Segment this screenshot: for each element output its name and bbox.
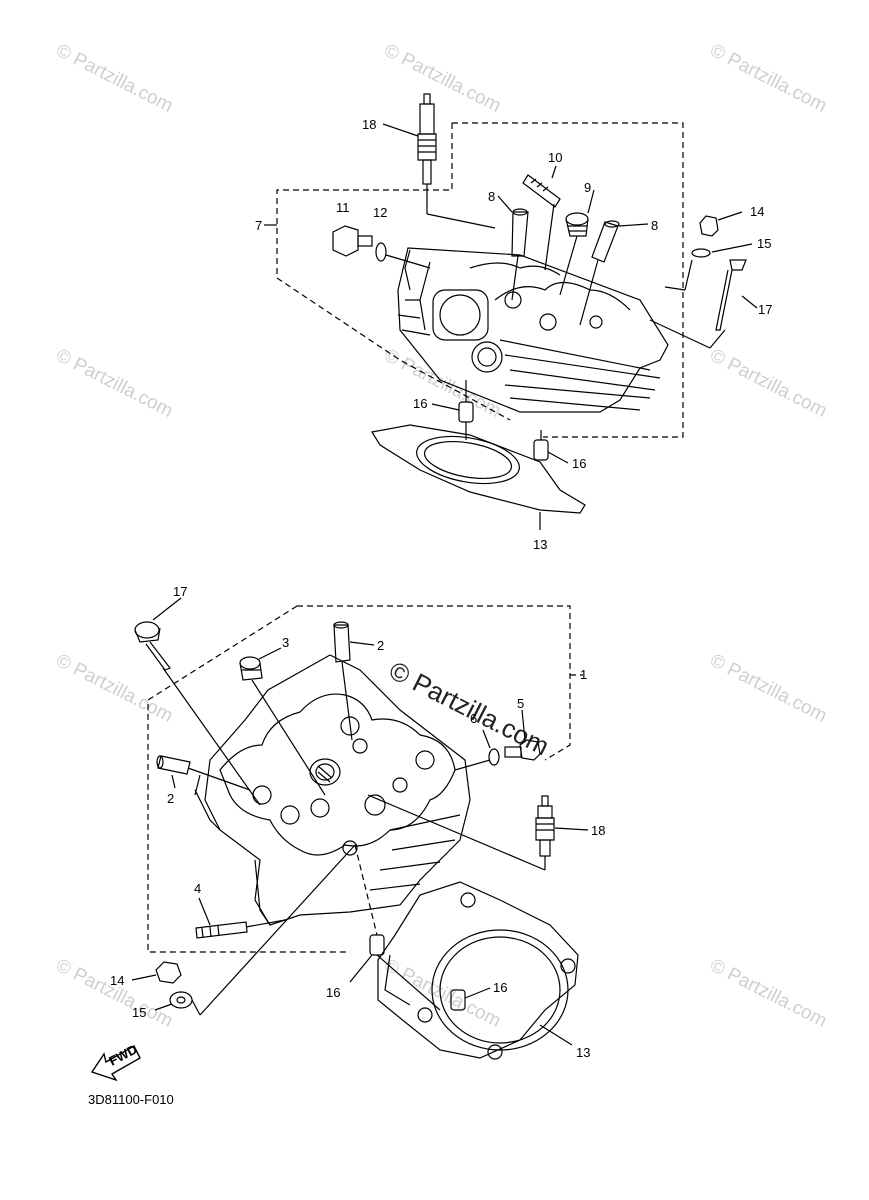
diagram-code: 3D81100-F010	[88, 1092, 174, 1107]
callout-16-top-right: 16	[572, 456, 586, 471]
callout-13-bottom: 13	[576, 1045, 590, 1060]
cylinder-head-front	[194, 654, 471, 926]
dowel-pin-top-right	[579, 220, 620, 326]
callout-7: 7	[255, 218, 262, 233]
callout-5: 5	[517, 696, 524, 711]
callout-4: 4	[194, 881, 201, 896]
washer-top	[375, 242, 387, 262]
dowel-16-top-right	[533, 430, 549, 461]
callout-8-left: 8	[488, 189, 495, 204]
callout-12: 12	[373, 205, 387, 220]
stud-top	[522, 174, 561, 271]
callout-15-top: 15	[757, 236, 771, 251]
head-gasket-top	[371, 424, 586, 530]
callout-16-bottom-left: 16	[326, 985, 340, 1000]
callout-16-top-left: 16	[413, 396, 427, 411]
callout-18-bottom: 18	[591, 823, 605, 838]
callout-18-top: 18	[362, 117, 376, 132]
callout-15-bottom: 15	[132, 1005, 146, 1020]
head-bolt-top	[649, 215, 747, 349]
dowel-16-bottom-left	[349, 844, 441, 1011]
spark-plug-bottom	[367, 794, 589, 871]
callout-2-right: 2	[377, 638, 384, 653]
callout-14-top: 14	[750, 204, 764, 219]
callout-2-left: 2	[167, 791, 174, 806]
callout-8-right: 8	[651, 218, 658, 233]
callout-17-bottom: 17	[173, 584, 187, 599]
dowel-16-top-left	[458, 380, 474, 440]
fwd-arrow-icon: FWD	[90, 1042, 141, 1082]
callout-1: 1	[580, 667, 587, 682]
callout-labels: 18 10 9 8 8 11 12 7 14 15 17 16 16 13 17…	[110, 117, 772, 1060]
dowel-16-bottom-right	[450, 987, 491, 1011]
spark-plug-top	[417, 93, 496, 229]
callout-9: 9	[584, 180, 591, 195]
callout-11: 11	[336, 200, 350, 215]
nut-bottom	[131, 961, 182, 984]
head-bolt-bottom	[134, 597, 261, 806]
cylinder-head-rear	[397, 247, 669, 413]
callout-13-top: 13	[533, 537, 547, 552]
washer-top-right	[691, 248, 711, 258]
callout-17-top: 17	[758, 302, 772, 317]
union-bolt-top	[332, 225, 431, 269]
plug-bottom	[239, 647, 326, 796]
callout-14-bottom: 14	[110, 973, 124, 988]
callout-10: 10	[548, 150, 562, 165]
callout-6: 6	[470, 711, 477, 726]
callout-16-bottom-right: 16	[493, 980, 507, 995]
callout-3: 3	[282, 635, 289, 650]
head-gasket-bottom	[377, 881, 579, 1060]
washer-bottom-left	[154, 844, 356, 1016]
stud-bottom	[195, 897, 286, 939]
dowel-pin-bottom-right	[333, 621, 375, 741]
union-bolt-bottom	[454, 709, 541, 771]
dowel-pin-bottom-left	[156, 755, 251, 791]
washer-bottom	[488, 748, 500, 766]
plug-top	[559, 212, 589, 296]
